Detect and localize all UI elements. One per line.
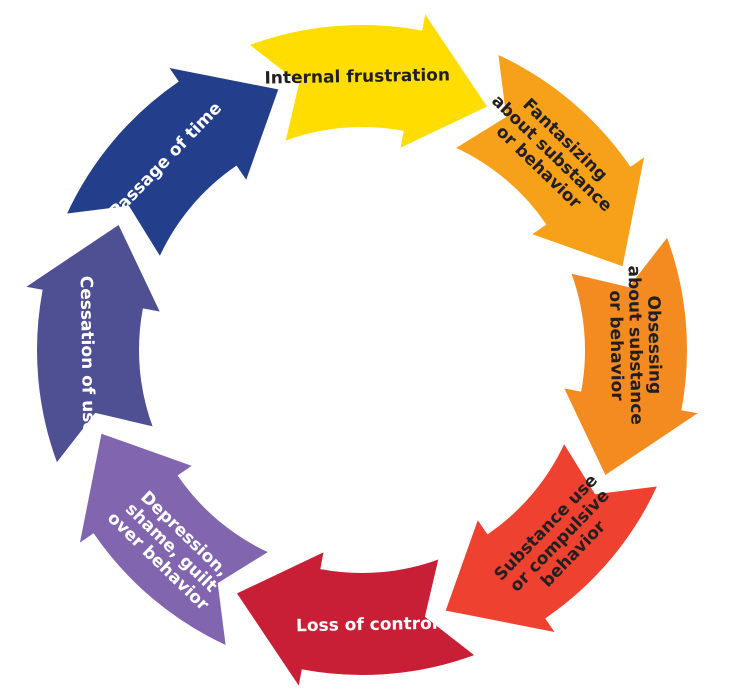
label-line: or behavior: [605, 290, 627, 401]
cycle-arrows: [21, 9, 703, 690]
label-line: Loss of control: [296, 614, 438, 636]
label-line: Internal frustration: [264, 65, 450, 88]
label-line: about substance: [624, 265, 647, 425]
arrow-fantasizing: [451, 51, 647, 269]
arrow-substance-use: [443, 439, 661, 635]
label-internal-frustration: Internal frustration: [264, 65, 450, 88]
label-cessation-of-use: Cessation of use: [76, 276, 99, 434]
arrow-internal-frustration: [245, 9, 490, 152]
arrow-depression: [77, 431, 273, 649]
label-loss-of-control: Loss of control: [296, 614, 438, 636]
label-line: Cessation of use: [76, 276, 99, 434]
arrow-loss-of-control: [234, 548, 479, 690]
label-line: Obsessing: [643, 295, 665, 394]
arrow-cessation-of-use: [21, 222, 164, 467]
arrow-passage-of-time: [63, 65, 281, 261]
arrow-obsessing: [560, 233, 703, 478]
